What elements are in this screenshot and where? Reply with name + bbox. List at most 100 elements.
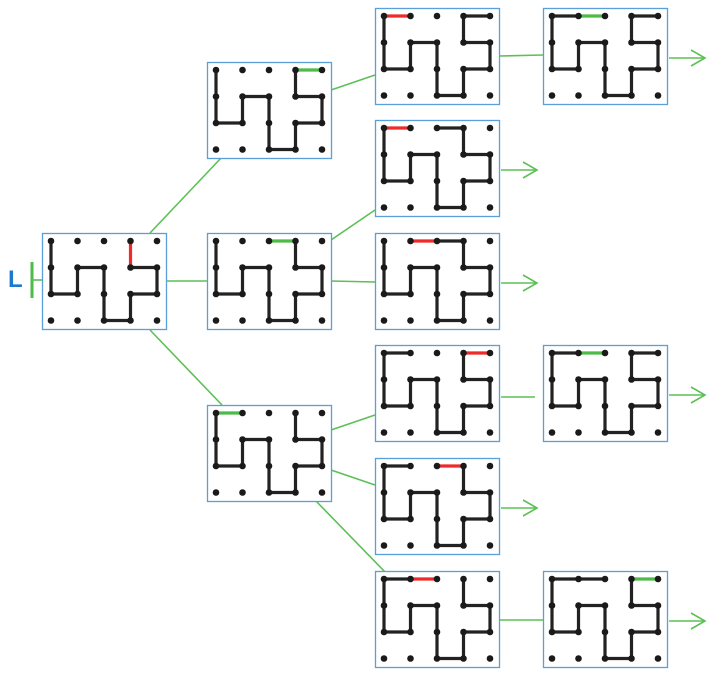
grid-dot [239,119,246,127]
grid-dot [486,575,494,583]
grid-dot [407,575,414,583]
grid-dot [407,402,414,410]
grid-dot [433,575,441,583]
grid-dot [292,66,299,74]
grid-dot [239,462,246,470]
grid-dot [433,655,441,662]
state-node-A1a [542,7,707,106]
grid-dot [575,39,582,46]
grid-dot [601,628,609,636]
grid-dot [407,264,414,271]
grid-dot [486,402,494,410]
grid-dot [575,628,582,636]
grid-dot [292,146,299,153]
grid-dot [407,92,414,99]
grid-dot [460,515,467,523]
grid-dot [380,489,388,496]
grid-dot [127,317,134,324]
grid-dot [486,39,494,46]
grid-dot [212,317,220,324]
grid-dot [380,39,388,46]
state-node-C1 [374,344,501,443]
grid-dot [486,92,494,99]
grid-dot [318,489,326,496]
grid-dot [654,628,662,636]
grid-dot [380,12,388,20]
grid-dot [239,409,246,417]
grid-dot [601,92,609,99]
grid-dot [318,66,326,74]
grid-dot [460,575,467,583]
grid-dot [265,409,273,417]
grid-dot [380,402,388,410]
grid-dot [575,12,582,20]
grid-dot [575,376,582,383]
grid-dot [654,575,662,583]
grid-dot [460,376,467,383]
grid-dot [460,628,467,636]
grid-dot [460,124,467,132]
grid-dot [486,177,494,185]
grid-dot [212,462,220,470]
grid-dot [380,317,388,324]
grid-dot [153,317,161,324]
grid-dot [407,349,414,357]
grid-dot [433,515,441,523]
grid-dot [460,237,467,245]
grid-dot [407,489,414,496]
grid-dot [380,376,388,383]
grid-dot [380,204,388,211]
grid-dot [380,542,388,549]
grid-dot [460,489,467,496]
grid-dot [239,436,246,443]
grid-dot [407,515,414,523]
grid-dot [601,655,609,662]
grid-dot [318,462,326,470]
grid-dot [212,146,220,153]
grid-dot [486,264,494,271]
grid-dot [265,462,273,470]
grid-dot [100,290,108,298]
grid-dot [548,92,556,99]
state-node-B2 [374,232,539,331]
grid-dot [460,39,467,46]
grid-dot [601,65,609,73]
grid-dot [433,92,441,99]
grid-dot [548,65,556,73]
grid-dot [628,65,635,73]
continue-arrow-icon [501,274,539,292]
grid-dot [460,264,467,271]
state-node-C [206,404,333,503]
grid-dot [47,290,55,298]
grid-dot [575,655,582,662]
grid-dot [407,177,414,185]
grid-dot [486,602,494,609]
grid-dot [628,402,635,410]
state-node-root [41,232,168,331]
state-node-A [206,61,333,160]
grid-dot [654,12,662,20]
grid-dot [380,602,388,609]
grid-dot [575,65,582,73]
grid-dot [74,290,81,298]
grid-dot [628,602,635,609]
grid-dot [654,349,662,357]
grid-dot [380,237,388,245]
grid-dot [292,93,299,100]
grid-dot [407,429,414,436]
grid-dot [486,124,494,132]
grid-dot [380,264,388,271]
grid-dot [460,655,467,662]
grid-dot [292,119,299,127]
grid-dot [628,39,635,46]
grid-dot [628,349,635,357]
grid-dot [292,237,299,245]
grid-dot [127,237,134,245]
grid-dot [239,66,246,74]
grid-dot [407,317,414,324]
state-node-B1 [374,119,539,218]
grid-dot [575,92,582,99]
grid-dot [292,489,299,496]
grid-dot [548,12,556,20]
grid-dot [433,12,441,20]
